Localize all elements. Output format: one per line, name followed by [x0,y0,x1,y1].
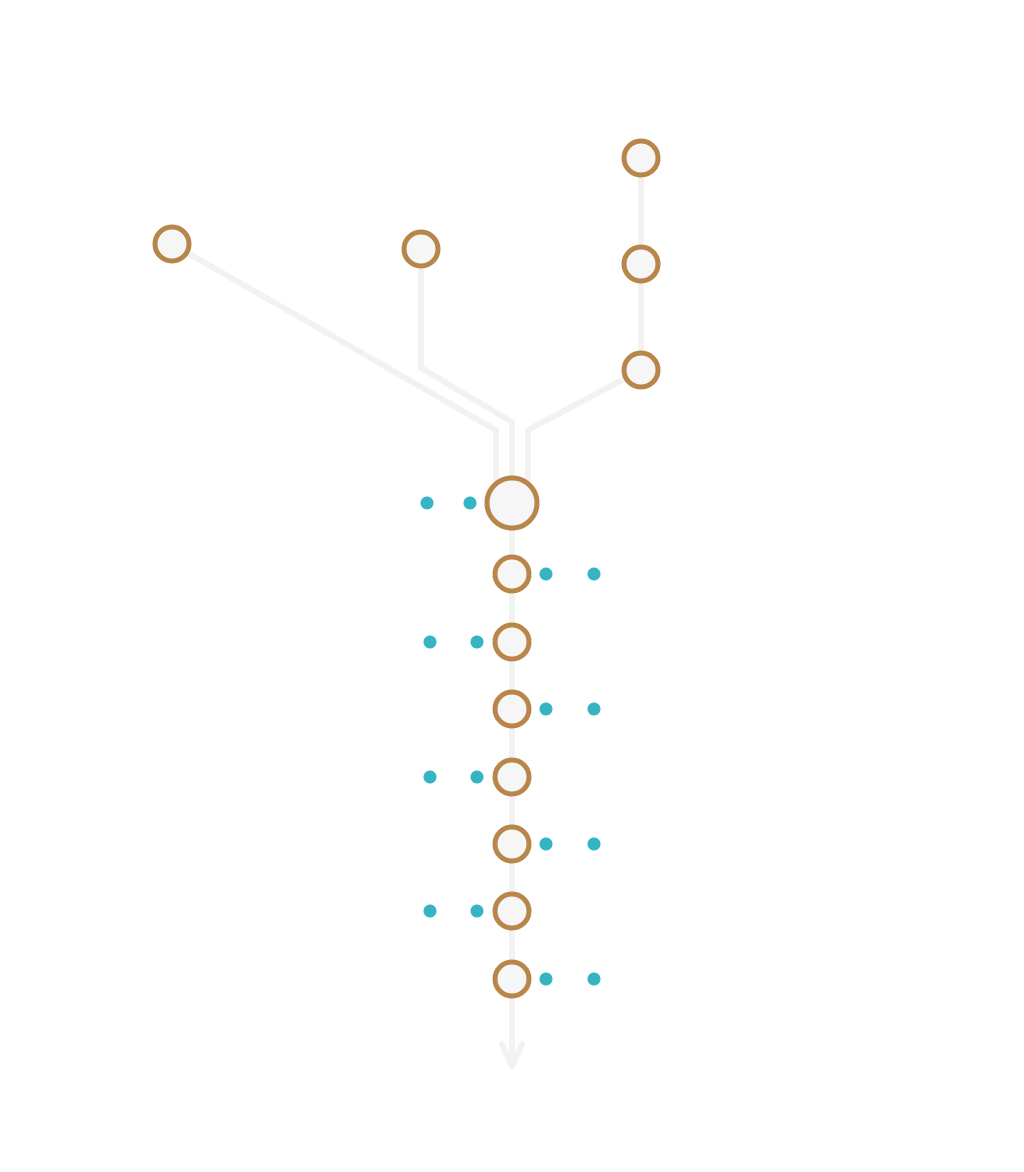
trunk-node[interactable] [492,622,532,662]
trunk-node-dot [539,972,553,986]
trunk-node-dot [587,837,601,851]
dots-layer [420,496,601,986]
trunk-arrow-head [499,1041,525,1069]
merge-node[interactable] [484,475,540,531]
trunk-node-dot [587,702,601,716]
trunk-node-dot [539,567,553,581]
merge-node-dot [463,496,477,510]
right-branch-node[interactable] [621,138,661,178]
trunk-node-dot [587,972,601,986]
trunk-node-dot [539,702,553,716]
trunk-node[interactable] [492,824,532,864]
middle-branch-line [418,246,515,483]
right-branch-node[interactable] [621,350,661,390]
trunk-node[interactable] [492,689,532,729]
trunk-node-dot [423,770,437,784]
trunk-node-dot [470,635,484,649]
trunk-node-dot [470,904,484,918]
trunk-node[interactable] [492,757,532,797]
left-branch-node[interactable] [152,224,192,264]
trunk-node-dot [539,837,553,851]
right-branch-node[interactable] [621,244,661,284]
trunk-node[interactable] [492,554,532,594]
trunk-node-dot [423,904,437,918]
nodes-layer [152,138,661,999]
trunk-node[interactable] [492,959,532,999]
trunk-node-dot [470,770,484,784]
trunk-node-dot [587,567,601,581]
trunk-node-dot [423,635,437,649]
left-branch-line [169,241,499,483]
middle-branch-node[interactable] [401,229,441,269]
trunk-node[interactable] [492,891,532,931]
merge-node-dot [420,496,434,510]
